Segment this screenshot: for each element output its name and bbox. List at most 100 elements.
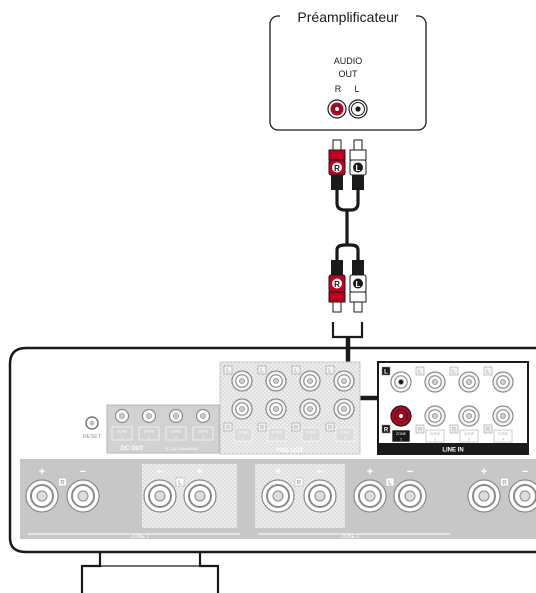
pre-out-jack-2-r[interactable] [265,398,287,420]
audio-out-r-jack[interactable] [327,99,347,119]
audio-out-l-jack[interactable] [348,99,368,119]
channel-r-label: R [335,84,342,94]
line-in-zone-4-number: 4 [502,438,504,442]
pre-out-tag-l-1: L [223,365,233,375]
line-in-jack-3-l[interactable] [458,371,480,393]
speaker-channel-tag-3 [294,477,304,487]
speaker-sign-3-a: + [275,466,281,478]
speaker-sign-2-a: − [157,466,163,478]
pre-out-tag-r-4: R [325,422,335,432]
speaker-sign-4-b: − [407,466,413,478]
speaker-terminal-5-b[interactable] [508,479,536,513]
dc-out-jack-2[interactable] [141,408,157,424]
line-in-tag-r-3-text: R [452,428,457,434]
speaker-sign-1-b: − [80,466,86,478]
line-in-jack-3-r[interactable] [458,405,480,427]
lower-plug-r-label: R [334,280,340,289]
speakers-section: +−R−+L+−R+−L+−R ZONE 1 ZONE 2 SPEAKERS [20,459,536,549]
pre-out-tag-r-1: R [223,422,233,432]
speaker-sign-4-a: + [367,466,373,478]
pre-out-tag-r-4-text: R [328,426,333,432]
upper-plug-r: R [328,139,346,190]
pre-out-jack-2-l[interactable] [265,370,287,392]
pre-out-jack-1-l[interactable] [231,370,253,392]
speaker-channel-tag-text-5: R [502,481,507,487]
pre-out-zone-2-number: 2 [276,436,278,440]
pre-out-tag-l-2-text: L [260,369,264,375]
lower-plug-l-label: L [356,280,361,289]
line-in-jack-2-l[interactable] [424,371,446,393]
speaker-terminal-2-b[interactable] [183,479,217,513]
plug-bracket [331,322,364,339]
line-in-tag-r-3: R [449,424,459,434]
dc-out-jack-4[interactable] [195,408,211,424]
line-in-zone-2-word: ZONE [430,432,441,436]
pre-out-jack-4-l[interactable] [333,370,355,392]
line-in-jack-2-r[interactable] [424,405,446,427]
line-in-tag-l-1: L [381,366,391,376]
speaker-terminal-3-b[interactable] [303,479,337,513]
pre-out-tag-l-3-text: L [294,369,298,375]
pre-out-zone-4-number: 4 [344,436,346,440]
line-in-jack-4-r[interactable] [492,405,514,427]
pre-out-zone-3-number: 3 [310,436,312,440]
line-in-zone-3-number: 3 [468,438,470,442]
pre-out-label: PRE OUT [277,448,304,454]
pre-out-tag-r-1-text: R [226,426,231,432]
line-in-jack-1-r[interactable] [390,405,412,427]
pre-out-tag-l-1-text: L [226,369,230,375]
reset-button[interactable] [85,416,99,430]
line-in-tag-l-1-text: L [384,370,388,376]
dc-out-zone-4-word: ZONE [198,429,209,433]
pre-out-tag-r-2: R [257,422,267,432]
preamplifier-title: Préamplificateur [297,9,398,25]
pre-out-zone-1: ZONE 1 [233,427,253,442]
pre-out-jack-4-r[interactable] [333,398,355,420]
speaker-terminal-1-b[interactable] [66,479,100,513]
line-in-jack-4-l[interactable] [492,371,514,393]
line-in-tag-r-2-text: R [418,428,423,434]
speaker-terminal-5-a[interactable] [467,479,501,513]
reset-label: RESET [83,434,102,440]
speaker-sign-3-b: − [317,466,323,478]
speaker-terminal-4-b[interactable] [393,479,427,513]
line-in-zone-1-number: 1 [400,438,402,442]
speaker-zone-1-label: ZONE 1 [131,534,149,540]
dc-out-label: DC OUT [121,446,144,452]
pre-out-zone-1-number: 1 [242,436,244,440]
dc-out-zone-3-word: ZONE [171,429,182,433]
line-in-tag-l-4: L [483,366,493,376]
dc-out-jack-3[interactable] [168,408,184,424]
speaker-terminal-3-a[interactable] [261,479,295,513]
line-in-label: LINE IN [442,448,463,454]
preamplifier: Préamplificateur AUDIO OUT R L [269,8,427,131]
dc-out-zone-2-word: ZONE [144,429,155,433]
speaker-terminal-4-a[interactable] [353,479,387,513]
dc-out-zone-3-number: 3 [175,435,177,439]
pre-out-tag-r-3-text: R [294,426,299,432]
pre-out-jack-3-r[interactable] [299,398,321,420]
pre-out-zone-1-word: ZONE [238,430,249,434]
speaker-terminal-2-a[interactable] [143,479,177,513]
line-in-tag-l-2: L [415,366,425,376]
pre-out-jack-3-l[interactable] [299,370,321,392]
line-in-jack-1-l[interactable] [390,371,412,393]
dc-out-jack-1[interactable] [114,408,130,424]
speaker-terminal-1-a[interactable] [25,479,59,513]
upper-plug-l-label: L [356,164,361,173]
pre-out-jack-1-r[interactable] [231,398,253,420]
upper-plug-l: L [349,139,367,190]
